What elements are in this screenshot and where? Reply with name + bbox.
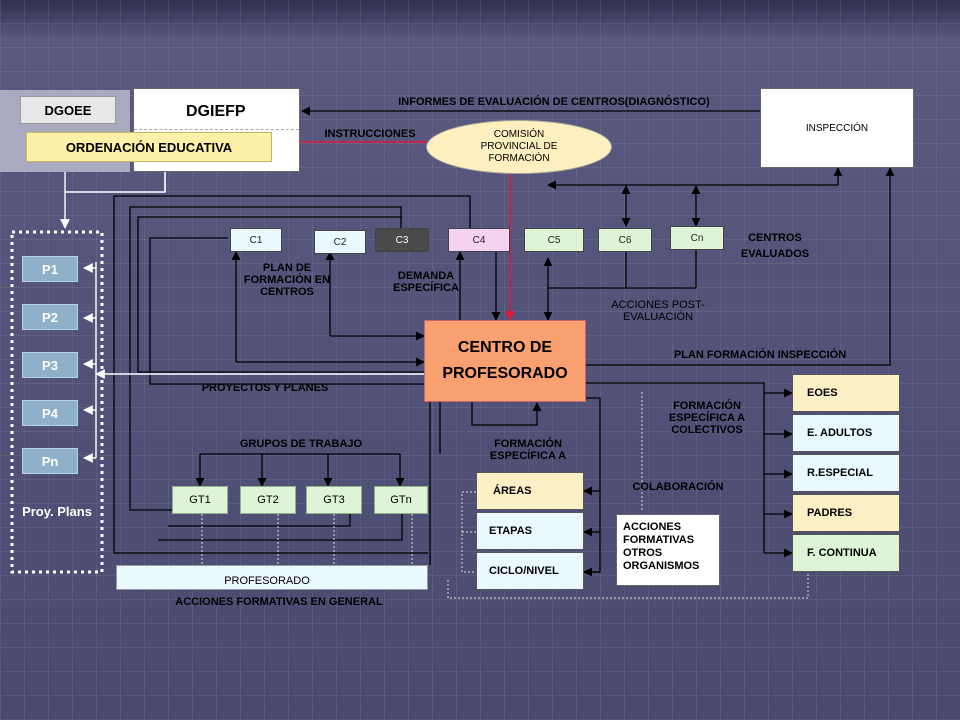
centro-box-cn: Cn [670, 226, 724, 250]
centro-box-c6: C6 [598, 228, 652, 252]
colectivo-box-0: EOES [792, 374, 900, 412]
acciones-post-label: ACCIONES POST-EVALUACIÓN [611, 299, 705, 323]
proyecto-box-pn-label: Pn [41, 453, 59, 469]
plan-centros-label: PLAN DE FORMACIÓN EN CENTROS [243, 262, 331, 298]
grupo-box-gt2-label: GT2 [257, 494, 279, 506]
colectivo-box-3: PADRES [792, 494, 900, 532]
centro-box-c6-label: C6 [618, 234, 632, 246]
profesorado-box: PROFESORADO [116, 565, 428, 590]
proyecto-box-p1: P1 [22, 256, 78, 282]
otros-organismos-label: ACCIONES FORMATIVAS OTROS ORGANISMOS [623, 521, 700, 572]
grupo-box-gt1-label: GT1 [189, 494, 211, 506]
grupo-box-gtn-label: GTn [390, 494, 412, 506]
grupo-box-gtn: GTn [374, 486, 428, 514]
centro-box-c5-label: C5 [547, 234, 561, 246]
otros-organismos-box: ACCIONES FORMATIVAS OTROS ORGANISMOS [616, 514, 720, 586]
centro-box-c4: C4 [448, 228, 510, 252]
centro-box-c2-label: C2 [333, 236, 347, 248]
centro-box-c5: C5 [524, 228, 584, 252]
colectivo-box-4-label: F. CONTINUA [807, 547, 877, 559]
colectivo-box-1-label: E. ADULTOS [807, 427, 873, 439]
grupo-box-gt3: GT3 [306, 486, 362, 514]
proyecto-box-p2-label: P2 [42, 309, 58, 325]
dgiefp-label: DGIEFP [186, 103, 246, 120]
proyecto-box-pn: Pn [22, 448, 78, 474]
centros-evaluados-label: CENTROS EVALUADOS [740, 232, 810, 260]
proy-plans-label: Proy. Plans [22, 504, 92, 519]
colectivo-box-2-label: R.ESPECIAL [807, 467, 874, 479]
proyecto-box-p1-label: P1 [42, 261, 58, 277]
grupo-box-gt3-label: GT3 [323, 494, 345, 506]
colectivo-box-1: E. ADULTOS [792, 414, 900, 452]
area-box-1: ETAPAS [476, 512, 584, 550]
ordenacion-label: ORDENACIÓN EDUCATIVA [65, 139, 233, 155]
colectivo-box-3-label: PADRES [807, 507, 853, 519]
proyecto-box-p2: P2 [22, 304, 78, 330]
colectivo-box-2: R.ESPECIAL [792, 454, 900, 492]
informes-label: INFORMES DE EVALUACIÓN DE CENTROS(DIAGNÓ… [398, 96, 710, 108]
proyecto-box-p4-label: P4 [42, 405, 58, 421]
demanda-label: DEMANDA ESPECÍFICA [392, 270, 459, 294]
profesorado-label: PROFESORADO [224, 575, 310, 587]
formacion-colectivos-label: FORMACIÓN ESPECÍFICA A COLECTIVOS [668, 400, 746, 436]
proyecto-box-p4: P4 [22, 400, 78, 426]
area-box-2: CICLO/NIVEL [476, 552, 584, 590]
colectivo-box-0-label: EOES [807, 387, 838, 399]
area-box-0: ÁREAS [476, 472, 584, 510]
area-box-2-label: CICLO/NIVEL [489, 565, 559, 577]
dgoee-box: DGOEE [20, 96, 116, 124]
colaboracion-label: COLABORACIÓN [632, 481, 724, 493]
centro-box-c4-label: C4 [472, 234, 486, 246]
grupo-box-gt1: GT1 [172, 486, 228, 514]
instrucciones-label: INSTRUCCIONES [324, 128, 416, 140]
inspeccion-label: INSPECCIÓN [805, 122, 869, 134]
centro-profesorado-box: CENTRO DE PROFESORADO [424, 320, 586, 402]
centro-box-cn-label: Cn [690, 232, 704, 244]
grupo-box-gt2: GT2 [240, 486, 296, 514]
area-box-0-label: ÁREAS [493, 485, 532, 497]
acciones-general-label: ACCIONES FORMATIVAS EN GENERAL [175, 596, 383, 608]
centro-box-c1: C1 [230, 228, 282, 252]
proyecto-box-p3-label: P3 [42, 357, 58, 373]
centro-box-c3-label: C3 [395, 234, 409, 246]
plan-inspeccion-label: PLAN FORMACIÓN INSPECCIÓN [673, 349, 847, 361]
comision-ellipse: COMISIÓN PROVINCIAL DE FORMACIÓN [426, 120, 612, 174]
centro-box-c3: C3 [375, 228, 429, 252]
grupos-label: GRUPOS DE TRABAJO [239, 438, 363, 450]
comision-label: COMISIÓN PROVINCIAL DE FORMACIÓN [480, 129, 558, 164]
colectivo-box-4: F. CONTINUA [792, 534, 900, 572]
proyectos-label: PROYECTOS Y PLANES [201, 382, 329, 394]
dgiefp-divider [134, 129, 299, 130]
proyecto-box-p3: P3 [22, 352, 78, 378]
centro-profesorado-label: CENTRO DE PROFESORADO [442, 339, 568, 382]
ordenacion-box: ORDENACIÓN EDUCATIVA [26, 132, 272, 162]
inspeccion-box: INSPECCIÓN [760, 88, 914, 168]
area-box-1-label: ETAPAS [489, 525, 532, 537]
dgoee-label: DGOEE [44, 102, 92, 118]
centro-box-c2: C2 [314, 230, 366, 254]
formacion-areas-label: FORMACIÓN ESPECÍFICA A [489, 438, 567, 462]
centro-box-c1-label: C1 [249, 234, 263, 246]
